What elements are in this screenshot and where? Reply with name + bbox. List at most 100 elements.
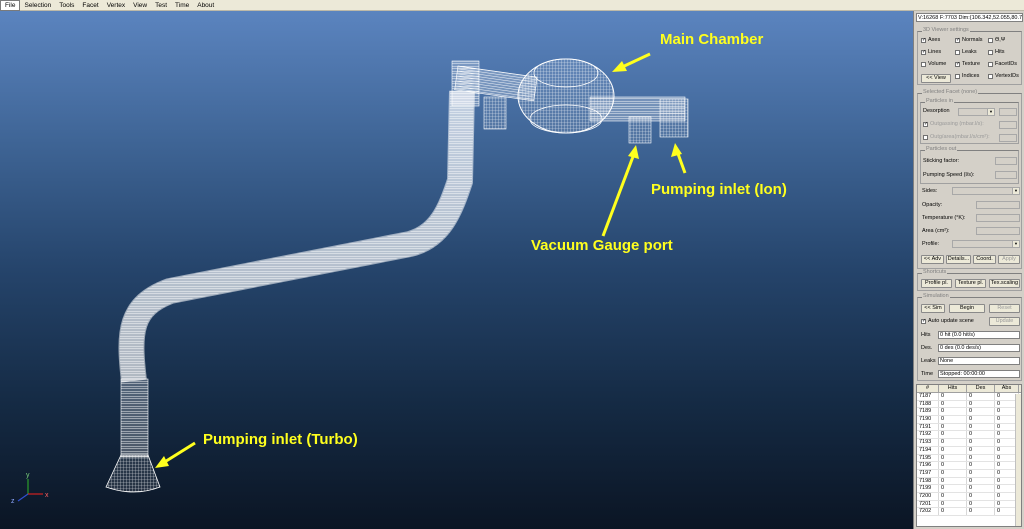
checkbox-texture[interactable]: ✓Texture <box>955 60 981 67</box>
table-cell: 0 <box>967 431 995 439</box>
desorption-exponent[interactable] <box>999 108 1017 116</box>
begin-button[interactable]: Begin <box>949 304 985 313</box>
column-header-abs[interactable]: Abs <box>995 385 1019 392</box>
outg-area-checkbox[interactable]: Outg/area(mbar.l/s/cm²): <box>923 134 990 140</box>
texture-plotter-button[interactable]: Texture pl. <box>955 279 986 288</box>
apply-button[interactable]: Apply <box>998 255 1020 264</box>
menu-vertex[interactable]: Vertex <box>106 1 126 9</box>
area-input[interactable] <box>976 227 1020 235</box>
table-cell: 0 <box>967 446 995 454</box>
facet-table-scrollbar[interactable] <box>1015 394 1021 526</box>
checkbox-vertexids[interactable]: VertexIDs <box>988 73 1019 79</box>
viewer-settings-group: 3D Viewer settings ✓Axes ✓Normals Θ,Ψ ✓Line… <box>917 27 1022 85</box>
sides-select[interactable]: ▼ <box>952 187 1020 195</box>
desorption-select[interactable]: ▼ <box>958 108 995 116</box>
checkbox-leaks[interactable]: Leaks <box>955 49 977 55</box>
sides-label: Sides: <box>922 188 938 194</box>
update-button[interactable]: Update <box>989 317 1020 326</box>
adv-button[interactable]: << Adv <box>921 255 944 264</box>
checkbox-hits[interactable]: Hits <box>988 49 1004 55</box>
table-cell: 0 <box>967 462 995 469</box>
profile-select[interactable]: ▼ <box>952 240 1020 248</box>
column-header-index[interactable]: # <box>917 385 939 392</box>
annotation-pumping-ion: Pumping inlet (Ion) <box>651 181 787 198</box>
column-header-hits[interactable]: Hits <box>939 385 967 392</box>
opacity-input[interactable] <box>976 201 1020 209</box>
menu-tools[interactable]: Tools <box>59 1 75 9</box>
leaks-value: None <box>938 357 1020 365</box>
annotation-gauge-port: Vacuum Gauge port <box>531 237 673 254</box>
table-cell: 0 <box>967 454 995 462</box>
table-cell: 0 <box>939 439 967 446</box>
checkbox-normals[interactable]: ✓Normals <box>955 36 983 43</box>
sticking-input[interactable] <box>995 157 1017 165</box>
checkbox-volume[interactable]: Volume <box>921 61 946 67</box>
details-button[interactable]: Details... <box>946 255 971 264</box>
3d-viewer[interactable]: y x z Main Chamber Pumping inlet (Ion) V… <box>0 11 913 529</box>
reset-button[interactable]: Reset <box>989 304 1020 313</box>
side-panel: V:16268 F:7703 Dim:{106.342,52.055,80.7 … <box>913 11 1024 529</box>
menu-facet[interactable]: Facet <box>82 1 99 9</box>
axis-x-label: x <box>45 492 49 499</box>
table-cell: 0 <box>967 400 995 408</box>
outgassing-checkbox[interactable]: ✓Outgassing (mbar.l/s): <box>923 120 984 127</box>
checkbox--[interactable]: Θ,Ψ <box>988 37 1005 43</box>
sim-button[interactable]: << Sim <box>921 304 945 313</box>
column-header-des[interactable]: Des <box>967 385 995 392</box>
table-cell: 0 <box>967 416 995 423</box>
temperature-input[interactable] <box>976 214 1020 222</box>
time-value: Stopped: 00:00:00 <box>938 370 1020 378</box>
menu-view[interactable]: View <box>133 1 148 9</box>
table-cell: 0 <box>939 492 967 500</box>
coord-button[interactable]: Coord. <box>973 255 996 264</box>
viewer-settings-title: 3D Viewer settings <box>922 27 970 33</box>
annotation-main-chamber: Main Chamber <box>660 31 764 48</box>
outg-area-input[interactable] <box>999 134 1017 142</box>
pumping-speed-input[interactable] <box>995 171 1017 179</box>
menu-selection[interactable]: Selection <box>24 1 52 9</box>
checkbox-facetids[interactable]: FacetIDs <box>988 61 1017 67</box>
table-cell: 7202 <box>917 508 939 515</box>
table-cell: 0 <box>939 431 967 439</box>
table-cell: 7191 <box>917 423 939 431</box>
checkbox-indices[interactable]: Indices <box>955 73 979 79</box>
menu-file[interactable]: File <box>0 0 21 11</box>
sticking-label: Sticking factor: <box>923 158 960 164</box>
table-cell: 0 <box>939 416 967 423</box>
table-cell: 0 <box>939 423 967 431</box>
checkbox-axes[interactable]: ✓Axes <box>921 36 941 43</box>
view-button[interactable]: << View <box>921 74 951 83</box>
menu-time[interactable]: Time <box>175 1 190 9</box>
menu-about[interactable]: About <box>197 1 215 9</box>
profile-plotter-button[interactable]: Profile pl. <box>921 279 952 288</box>
checkbox-lines[interactable]: ✓Lines <box>921 48 942 55</box>
table-cell: 0 <box>939 500 967 508</box>
table-cell: 0 <box>939 508 967 515</box>
time-label: Time <box>921 371 934 377</box>
menu-test[interactable]: Test <box>155 1 168 9</box>
turbo-pipe <box>120 378 149 458</box>
auto-update-checkbox[interactable]: ✓Auto update scene <box>921 317 974 324</box>
texture-scaling-button[interactable]: Tex.scaling <box>989 279 1020 288</box>
outgassing-input[interactable] <box>999 121 1017 129</box>
